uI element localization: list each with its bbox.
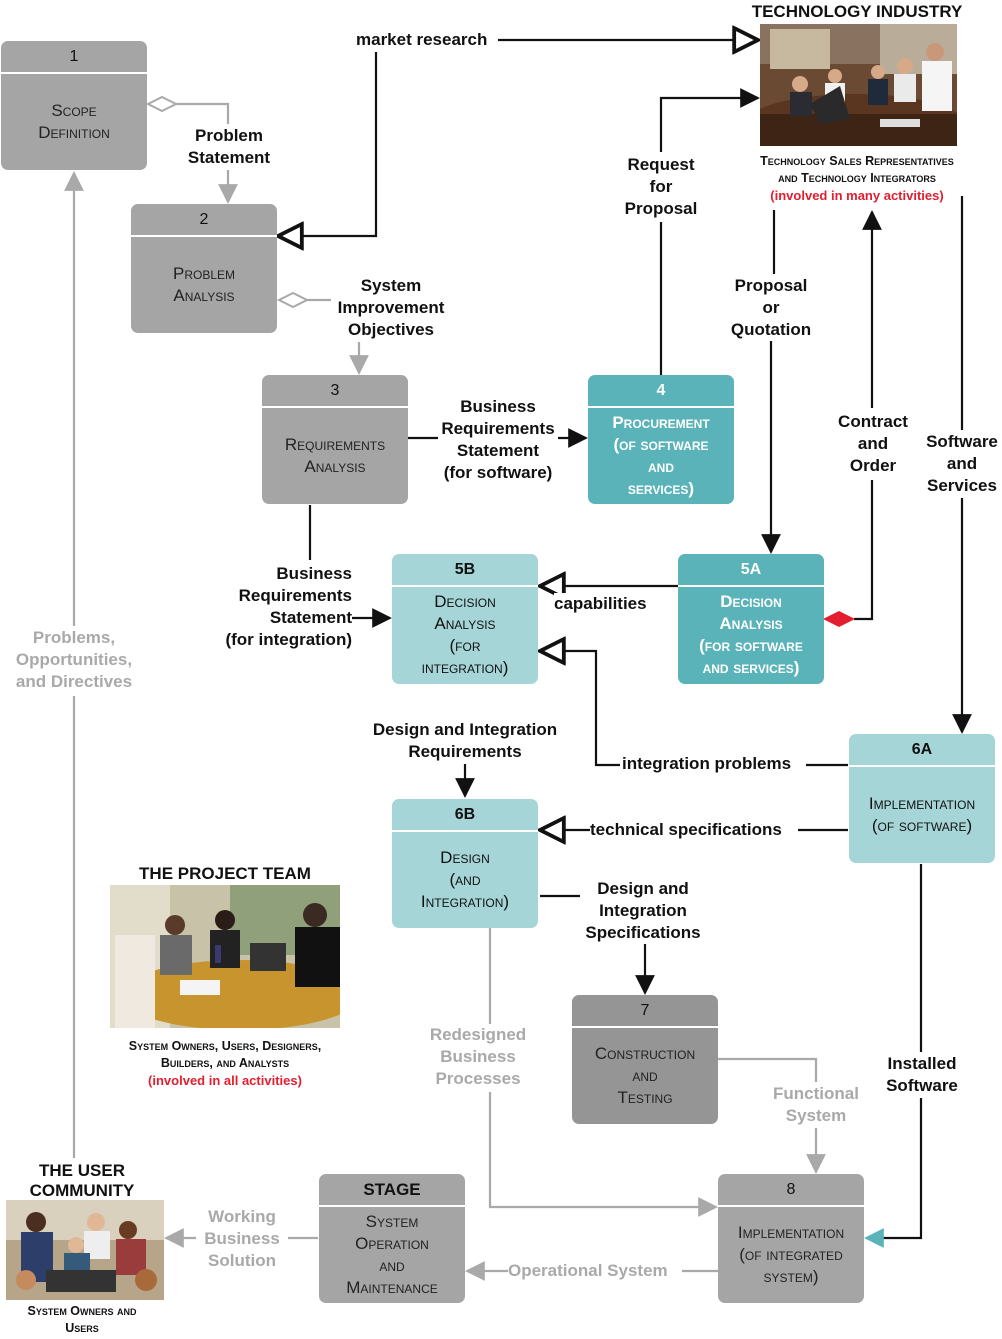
box-number: 5A [740,561,762,578]
functional-line [718,1057,818,1082]
box-number: 5B [454,561,476,578]
box-number: 7 [640,1002,650,1019]
box-number: 2 [199,211,209,228]
divider [131,235,277,237]
users-photo [6,1200,164,1300]
contract-diamond [823,611,855,627]
divider [319,1205,465,1207]
box-implementation-software[interactable]: 6A Implementation(of software) [849,734,995,863]
box-number: STAGE [363,1180,421,1199]
box-number: 6B [454,806,476,823]
project-team-heading: THE PROJECT TEAM [139,864,311,883]
box-number: 4 [656,382,666,399]
tech-industry-heading: TECHNOLOGY INDUSTRY [751,2,963,21]
divider [262,406,408,408]
divider [1,72,147,74]
box-number: 3 [330,382,340,399]
label-capabilities: capabilities [554,593,647,615]
project-team-caption: System Owners, Users, Designers,Builders… [128,1039,322,1088]
market-research-to-2 [278,52,378,236]
divider [678,585,824,587]
meeting-photo [760,24,957,146]
team-photo [110,885,340,1028]
integration-problems-arrow [540,651,620,767]
scope-diamond [145,95,179,113]
box-number: 6A [911,741,933,758]
box-number: 1 [69,48,79,65]
label-operational-system: Operational System [508,1260,668,1282]
label-integration-problems: integration problems [622,753,792,775]
divider [718,1205,864,1207]
rfp-arrow [659,88,760,152]
installed-arrow [878,1098,923,1240]
label-market-research: market research [356,29,488,51]
divider [392,585,538,587]
label-problems-opportunities-directives: Problems,Opportunities,and Directives [6,627,142,693]
box-number: 8 [786,1181,796,1198]
contract-line [854,480,874,621]
divider [392,830,538,832]
divider [572,1026,718,1028]
box-title: Implementation(of software) [868,793,976,835]
divider [849,765,995,767]
scope-to-problem-line [165,102,230,124]
rbp-arrow [488,1092,718,1217]
problem-diamond [276,291,310,309]
label-technical-specifications: technical specifications [590,819,782,841]
divider [588,406,734,408]
